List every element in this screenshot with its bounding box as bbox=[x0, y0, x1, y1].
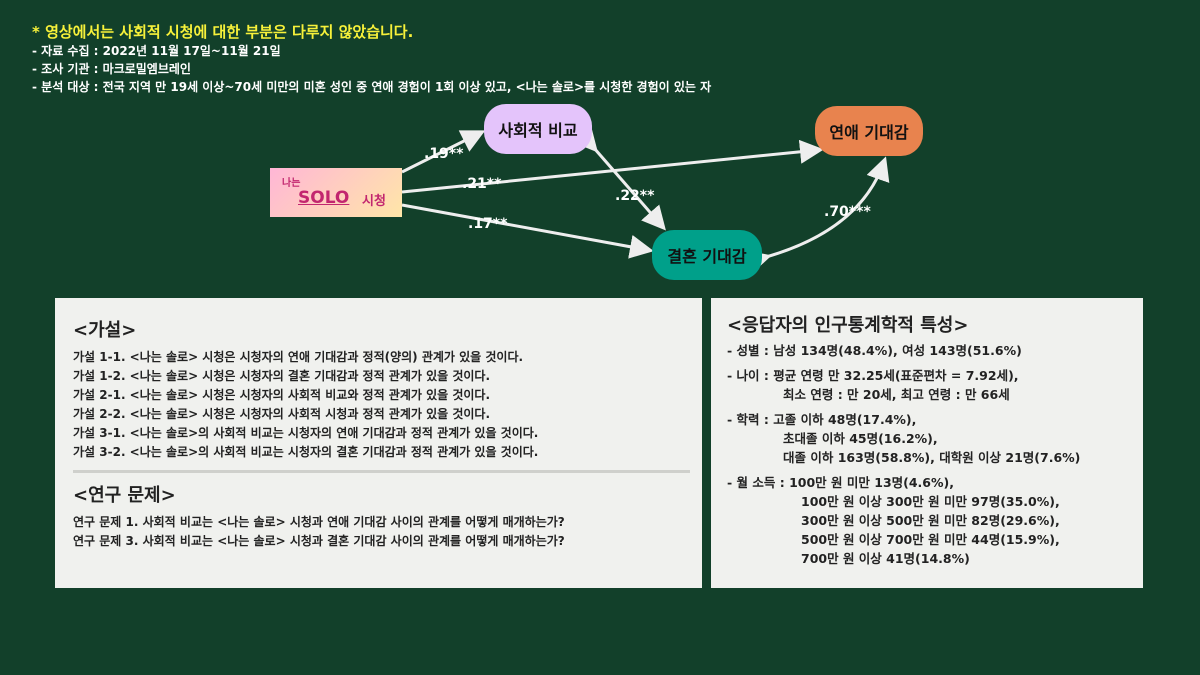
node-solo-viewing: 나는 SOLO 시청 bbox=[270, 168, 402, 217]
income-stat: 300만 원 이상 500만 원 미만 82명(29.6%), bbox=[801, 513, 1060, 528]
gender-stat: - 성별 : 남성 134명(48.4%), 여성 143명(51.6%) bbox=[727, 343, 1022, 358]
hypothesis: 가설 1-2. <나는 솔로> 시청은 시청자의 결혼 기대감과 정적 관계가 … bbox=[73, 369, 491, 383]
divider bbox=[73, 470, 690, 473]
node-social-comparison: 사회적 비교 bbox=[484, 104, 592, 154]
income-stat: - 월 소득 : 100만 원 미만 13명(4.6%), bbox=[727, 475, 954, 490]
solo-logo-small: 나는 bbox=[282, 178, 301, 189]
warning-note: * 영상에서는 사회적 시청에 대한 부분은 다루지 않았습니다. bbox=[32, 23, 414, 41]
education-stat: 대졸 이하 163명(58.8%), 대학원 이상 21명(7.6%) bbox=[783, 450, 1081, 465]
hypotheses-panel: <가설> 가설 1-1. <나는 솔로> 시청은 시청자의 연애 기대감과 정적… bbox=[55, 298, 702, 588]
arrow-social-marriage bbox=[573, 126, 666, 231]
respondents-panel: <응답자의 인구통계학적 특성> - 성별 : 남성 134명(48.4%), … bbox=[711, 298, 1143, 588]
research-title: <연구 문제> bbox=[73, 485, 176, 506]
solo-logo: SOLO bbox=[298, 188, 350, 208]
age-stat: - 나이 : 평균 연령 만 32.25세(표준편차 = 7.92세), bbox=[727, 368, 1019, 383]
coef-solo-social: .19** bbox=[424, 146, 464, 162]
coef-marriage-love: .70*** bbox=[824, 204, 871, 220]
node-dating-expectation: 연애 기대감 bbox=[815, 106, 923, 156]
income-stat: 100만 원 이상 300만 원 미만 97명(35.0%), bbox=[801, 494, 1060, 509]
hypothesis: 가설 2-2. <나는 솔로> 시청은 시청자의 사회적 시청과 정적 관계가 … bbox=[73, 407, 491, 421]
note-line: - 조사 기관 : 마크로밀엠브레인 bbox=[32, 62, 191, 76]
research-question: 연구 문제 1. 사회적 비교는 <나는 솔로> 시청과 연애 기대감 사이의 … bbox=[73, 515, 565, 529]
coef-social-marriage: .22** bbox=[615, 188, 655, 204]
arrow-solo-social bbox=[401, 130, 486, 174]
hypothesis: 가설 1-1. <나는 솔로> 시청은 시청자의 연애 기대감과 정적(양의) … bbox=[73, 350, 524, 364]
age-stat: 최소 연령 : 만 20세, 최고 연령 : 만 66세 bbox=[783, 387, 1010, 402]
solo-viewing-label: 시청 bbox=[362, 194, 386, 209]
arrow-marriage-love bbox=[745, 156, 890, 274]
node-marriage-expectation: 결혼 기대감 bbox=[652, 230, 762, 280]
survey-notes: * 영상에서는 사회적 시청에 대한 부분은 다루지 않았습니다. - 자료 수… bbox=[32, 22, 711, 96]
hypothesis: 가설 3-1. <나는 솔로>의 사회적 비교는 시청자의 연애 기대감과 정적… bbox=[73, 426, 539, 440]
coef-solo-marriage: .17** bbox=[468, 216, 508, 232]
hypothesis: 가설 3-2. <나는 솔로>의 사회적 비교는 시청자의 결혼 기대감과 정적… bbox=[73, 445, 539, 459]
arrow-solo-marriage bbox=[401, 203, 654, 259]
note-line: - 분석 대상 : 전국 지역 만 19세 이상~70세 미만의 미혼 성인 중… bbox=[32, 80, 712, 94]
respondents-title: <응답자의 인구통계학적 특성> bbox=[727, 315, 969, 336]
education-stat: - 학력 : 고졸 이하 48명(17.4%), bbox=[727, 412, 917, 427]
research-question: 연구 문제 3. 사회적 비교는 <나는 솔로> 시청과 결혼 기대감 사이의 … bbox=[73, 534, 565, 548]
coef-solo-love: .21** bbox=[462, 176, 502, 192]
income-stat: 500만 원 이상 700만 원 미만 44명(15.9%), bbox=[801, 532, 1060, 547]
hypotheses-title: <가설> bbox=[73, 320, 137, 341]
income-stat: 700만 원 이상 41명(14.8%) bbox=[801, 551, 970, 566]
note-line: - 자료 수집 : 2022년 11월 17일~11월 21일 bbox=[32, 44, 281, 58]
hypothesis: 가설 2-1. <나는 솔로> 시청은 시청자의 사회적 비교와 정적 관계가 … bbox=[73, 388, 491, 402]
education-stat: 초대졸 이하 45명(16.2%), bbox=[783, 431, 938, 446]
path-arrows bbox=[401, 126, 890, 274]
